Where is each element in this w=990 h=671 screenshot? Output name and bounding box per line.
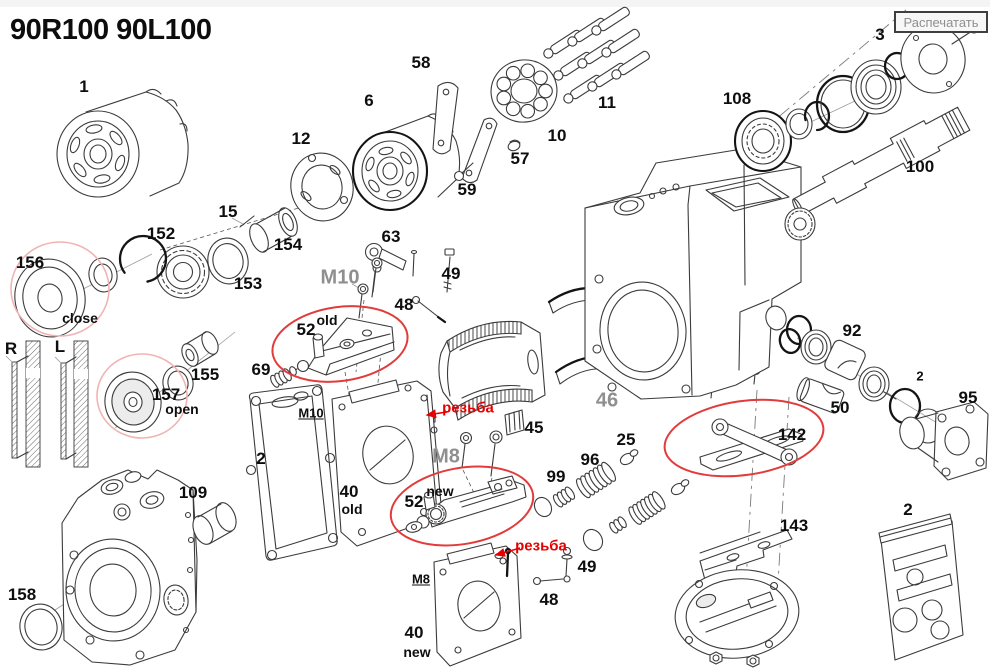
rl-cross-sections <box>5 340 89 468</box>
thread-arrow <box>425 409 448 419</box>
highlight-ellipse <box>389 465 535 547</box>
highlight-layer <box>10 241 825 557</box>
part-57-plug <box>507 139 521 152</box>
part-10-retainer-plate <box>490 59 558 123</box>
highlight-ellipse <box>271 305 409 383</box>
top-strip <box>0 0 990 7</box>
charge-pump-plate <box>674 569 800 668</box>
part-142-guide-link <box>699 368 804 471</box>
part-158-ring <box>19 603 63 651</box>
part-59-plate-screw <box>453 117 498 184</box>
valve-block <box>61 469 198 666</box>
part-95-servo-cover <box>899 401 989 481</box>
highlight-ellipse <box>96 353 188 439</box>
part-48-pin <box>410 249 447 324</box>
part-2-seal-kit-bag <box>878 513 964 661</box>
nuts <box>709 651 760 668</box>
part-156-seal-group <box>14 234 168 338</box>
part-45-swashplate <box>438 320 546 436</box>
part-108-bearing <box>733 109 793 173</box>
part-52-new-lever <box>405 475 527 533</box>
part-153-ring <box>207 237 249 285</box>
m10-bolts <box>351 257 383 319</box>
print-button[interactable]: Распечатать <box>894 11 988 33</box>
main-housing <box>584 148 802 400</box>
shaft-seal-rings <box>785 51 911 140</box>
part-1-cylinder-block <box>56 88 189 198</box>
part-155-bearing <box>181 331 219 367</box>
thread-arrow <box>494 547 521 557</box>
part-40-old-plate <box>331 379 443 547</box>
part-52-old-lever <box>287 299 395 396</box>
springs-and-plugs <box>533 449 690 552</box>
part-15-pin <box>231 215 255 228</box>
part-109-bushing <box>192 502 237 545</box>
part-40-new-plate <box>433 542 522 667</box>
part-12-plate <box>290 152 354 222</box>
part-2-gasket <box>245 384 339 561</box>
part-11-pistons <box>543 6 650 104</box>
part-49-bolt <box>443 248 455 293</box>
highlight-ellipse <box>10 241 110 337</box>
part-157-seal-group <box>104 365 194 433</box>
part-50-stop <box>796 377 845 414</box>
part-154-sleeve <box>249 207 298 253</box>
part-63-eye-bolt <box>364 242 407 298</box>
parts-48-49-lower <box>532 546 573 586</box>
page-title: 90R100 90L100 <box>10 14 212 46</box>
part-58-wear-plate <box>432 81 459 155</box>
part-100-shaft <box>784 106 971 241</box>
part-92-servo-piston <box>785 314 897 402</box>
highlight-ellipse <box>663 398 825 478</box>
